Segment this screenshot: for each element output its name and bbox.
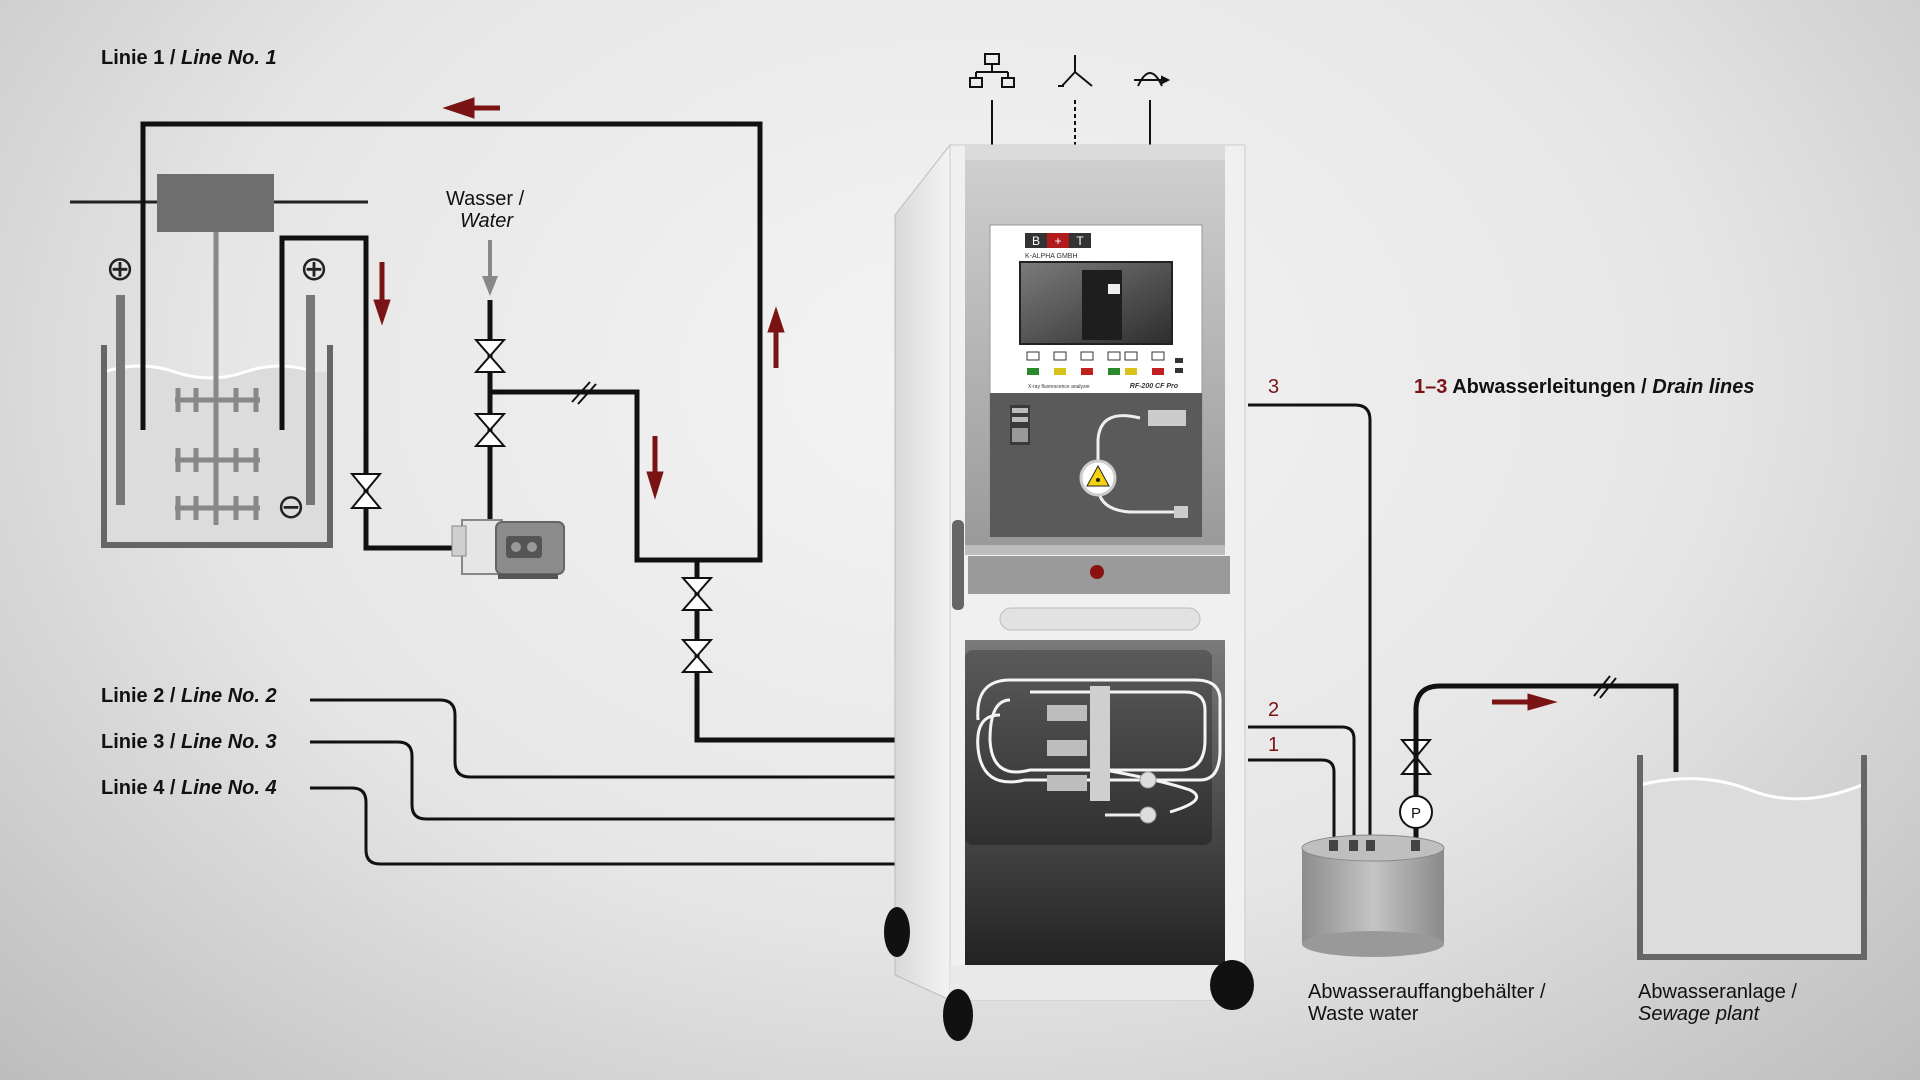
analyzer-cabinet: B + T K-ALPHA GMBH X-ray fluorescence an xyxy=(884,53,1254,1041)
flow-arrow-up xyxy=(767,306,785,333)
network-icon xyxy=(969,53,1015,88)
valve-icon xyxy=(680,639,714,673)
drain-number-1: 1 xyxy=(1268,734,1280,756)
minus-sign: ⊖ xyxy=(277,487,306,527)
anode-right xyxy=(306,295,315,505)
radiation-icon xyxy=(1079,459,1117,497)
signal-icon xyxy=(1134,72,1171,87)
pump-letter: P xyxy=(1411,805,1421,822)
line1-sample-pipe xyxy=(279,235,480,551)
drawer-indicator xyxy=(1090,565,1104,579)
line1-label: Linie 1 / Line No. 1 xyxy=(101,47,277,69)
company-name: K-ALPHA GMBH xyxy=(1025,253,1078,260)
svg-text:B: B xyxy=(1032,234,1040,248)
door-handle xyxy=(952,520,964,610)
line2-pipe xyxy=(310,698,895,779)
plus-sign-right: ⊕ xyxy=(300,249,329,289)
pipes xyxy=(140,121,895,743)
sewage-plant-label: Abwasseranlage / Sewage plant xyxy=(1638,981,1797,1025)
waste-water-label: Abwasserauffangbehälter / Waste water xyxy=(1308,981,1546,1025)
device-model: RF-200 CF Pro xyxy=(1130,383,1179,390)
pipe-break-mark xyxy=(1593,675,1611,697)
sample-lines xyxy=(310,698,895,866)
control-buttons xyxy=(1026,351,1183,375)
drain-lines-label: 1–3 Abwasserleitungen / Drain lines xyxy=(1414,376,1755,398)
line4-pipe xyxy=(310,786,895,866)
stirrer-paddles xyxy=(175,388,260,520)
water-arrow-head xyxy=(482,276,498,296)
device-subtitle: X-ray fluorescence analyzer xyxy=(1028,384,1090,390)
drain-line-3 xyxy=(1248,403,1372,845)
svg-text:T: T xyxy=(1076,234,1084,248)
pipe-break-mark xyxy=(571,381,591,403)
drawer-handle xyxy=(999,607,1201,631)
flow-arrow-down xyxy=(373,299,391,326)
plating-tank: ⊕ ⊕ ⊖ xyxy=(70,174,368,548)
anode-left xyxy=(116,295,125,505)
line3-label: Linie 3 / Line No. 3 xyxy=(101,731,277,753)
wheel xyxy=(1210,960,1254,1010)
brand-logo: B + T K-ALPHA GMBH xyxy=(1025,233,1091,260)
line3-pipe xyxy=(310,740,895,821)
valve-icon xyxy=(349,473,383,509)
flow-arrow-right xyxy=(1527,693,1558,711)
sewage-pipe xyxy=(1413,683,1679,845)
flow-arrows xyxy=(373,97,1558,711)
tank-walls xyxy=(101,345,333,548)
drain-line-1 xyxy=(1248,758,1336,845)
svg-text:+: + xyxy=(1054,234,1061,248)
valve-icon xyxy=(473,339,507,373)
line2-label: Linie 2 / Line No. 2 xyxy=(101,685,277,707)
drain-pump: P xyxy=(1399,795,1433,829)
flow-arrow-down xyxy=(646,471,664,500)
drain-lines xyxy=(1248,403,1372,845)
stirrer-motor xyxy=(157,174,274,232)
flow-arrow-left xyxy=(442,97,475,119)
sample-pump xyxy=(451,519,565,579)
screen-device-image xyxy=(1082,270,1122,340)
drain-number-2: 2 xyxy=(1268,699,1280,721)
waste-water-barrel xyxy=(1301,834,1445,957)
tube-loops xyxy=(976,678,1222,814)
valve-icon xyxy=(680,577,714,611)
valve-icon xyxy=(473,413,507,447)
line4-label: Linie 4 / Line No. 4 xyxy=(101,777,277,799)
plus-sign-left: ⊕ xyxy=(106,249,135,289)
line1-feed-pipe xyxy=(694,560,895,743)
water-label: Wasser / Water xyxy=(446,188,525,232)
wheel xyxy=(943,989,973,1041)
wheel xyxy=(884,907,910,957)
drain-line-2 xyxy=(1248,725,1356,845)
switch-icon xyxy=(1058,55,1093,87)
drain-number-3: 3 xyxy=(1268,376,1280,398)
sampling-unit xyxy=(965,650,1212,845)
sewage-tank xyxy=(1637,755,1867,960)
